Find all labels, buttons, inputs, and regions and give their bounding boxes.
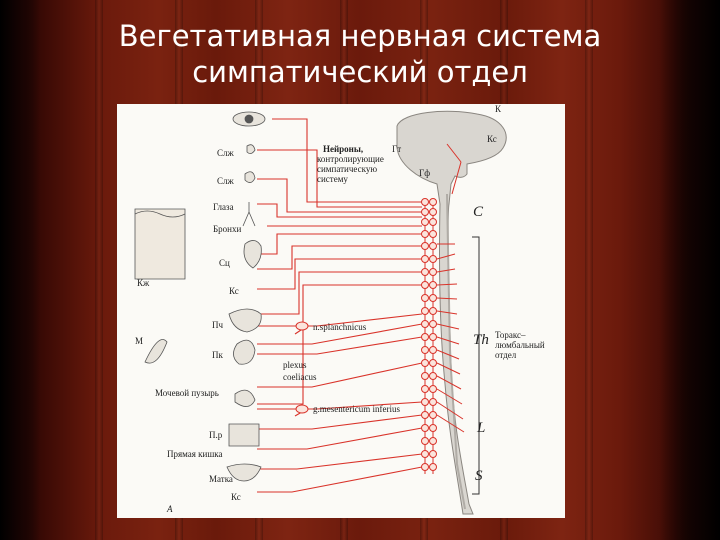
- label-thoraco-1: Торакс–: [495, 330, 526, 340]
- label-n-splanchnicus: n.splanchnicus: [313, 322, 367, 332]
- label-bronhi: Бронхи: [213, 224, 242, 234]
- organ-icons: [134, 111, 266, 482]
- label-a: А: [167, 504, 173, 514]
- label-sc: Сц: [219, 258, 230, 268]
- label-gf: Гф: [419, 168, 431, 178]
- label-kc-bottom: Кс: [231, 492, 241, 502]
- label-kc-mid: Кс: [229, 286, 239, 296]
- label-rectum: Прямая кишка: [167, 449, 223, 459]
- label-m: М: [135, 336, 144, 346]
- title-line-1: Вегетативная нервная система: [118, 19, 602, 53]
- label-l: L: [477, 420, 486, 436]
- bronchi-icon: [242, 202, 256, 227]
- salivary-gland-icon: [244, 171, 256, 183]
- mesenteric-ganglion: [295, 404, 309, 414]
- label-neurons: Нейроны,: [323, 144, 364, 154]
- label-controlling: контролирующие: [317, 154, 384, 164]
- label-gt: Гт: [392, 144, 402, 154]
- label-plexus: plexus: [283, 360, 307, 370]
- muscle-icon: [144, 339, 168, 364]
- label-kc-top: Кс: [487, 134, 497, 144]
- skin-section-icon: [134, 208, 186, 280]
- preganglionic-fibers: [436, 143, 465, 433]
- label-pzh: П.р: [209, 430, 223, 440]
- brain-outline: [396, 110, 507, 515]
- postganglionic-fibers: [257, 118, 423, 493]
- label-thoraco-3: отдел: [495, 350, 517, 360]
- label-sympathetic: симпатическую: [317, 164, 378, 174]
- label-c: C: [473, 204, 484, 220]
- curtain-left: [0, 0, 40, 540]
- thoracolumbar-bracket: [472, 236, 480, 495]
- kidney-icon: [233, 339, 256, 365]
- curtain-fold: [95, 0, 103, 540]
- spinal-cord-inner: [446, 193, 466, 510]
- coeliac-ganglion: [295, 321, 309, 331]
- label-k: К: [495, 104, 502, 114]
- slide-title: Вегетативная нервная система симпатическ…: [0, 18, 720, 90]
- bladder-icon: [234, 389, 256, 407]
- title-line-2: симпатический отдел: [192, 55, 528, 89]
- label-pk: Пк: [212, 350, 223, 360]
- label-glaza: Глаза: [213, 202, 234, 212]
- label-pch: Пч: [212, 320, 224, 330]
- label-th: Th: [473, 332, 489, 348]
- label-s: S: [475, 468, 483, 484]
- ganglia: [421, 198, 437, 471]
- label-system: систему: [317, 174, 348, 184]
- label-slzh-1: Слж: [217, 148, 234, 158]
- label-uterus: Матка: [209, 474, 233, 484]
- skin-surface-icon: [134, 210, 186, 218]
- lacrimal-gland-icon: [246, 144, 256, 154]
- label-g-mesenterica: g.mesentericum inferius: [313, 404, 400, 414]
- label-bladder: Мочевой пузырь: [155, 388, 219, 398]
- intestine-icon: [228, 423, 260, 447]
- sympathetic-diagram: К Кс Нейроны, контролирующие симпатическ…: [117, 104, 565, 518]
- label-kzh: Кж: [137, 278, 150, 288]
- diagram-drawing: [134, 110, 507, 515]
- label-slzh-2: Слж: [217, 176, 234, 186]
- liver-icon: [228, 308, 262, 333]
- curtain-right: [660, 0, 720, 540]
- curtain-fold: [585, 0, 593, 540]
- label-thoraco-2: люмбальный: [495, 340, 545, 350]
- label-coeliacus: coeliacus: [283, 372, 317, 382]
- uterus-icon: [226, 463, 262, 482]
- heart-icon: [243, 240, 262, 269]
